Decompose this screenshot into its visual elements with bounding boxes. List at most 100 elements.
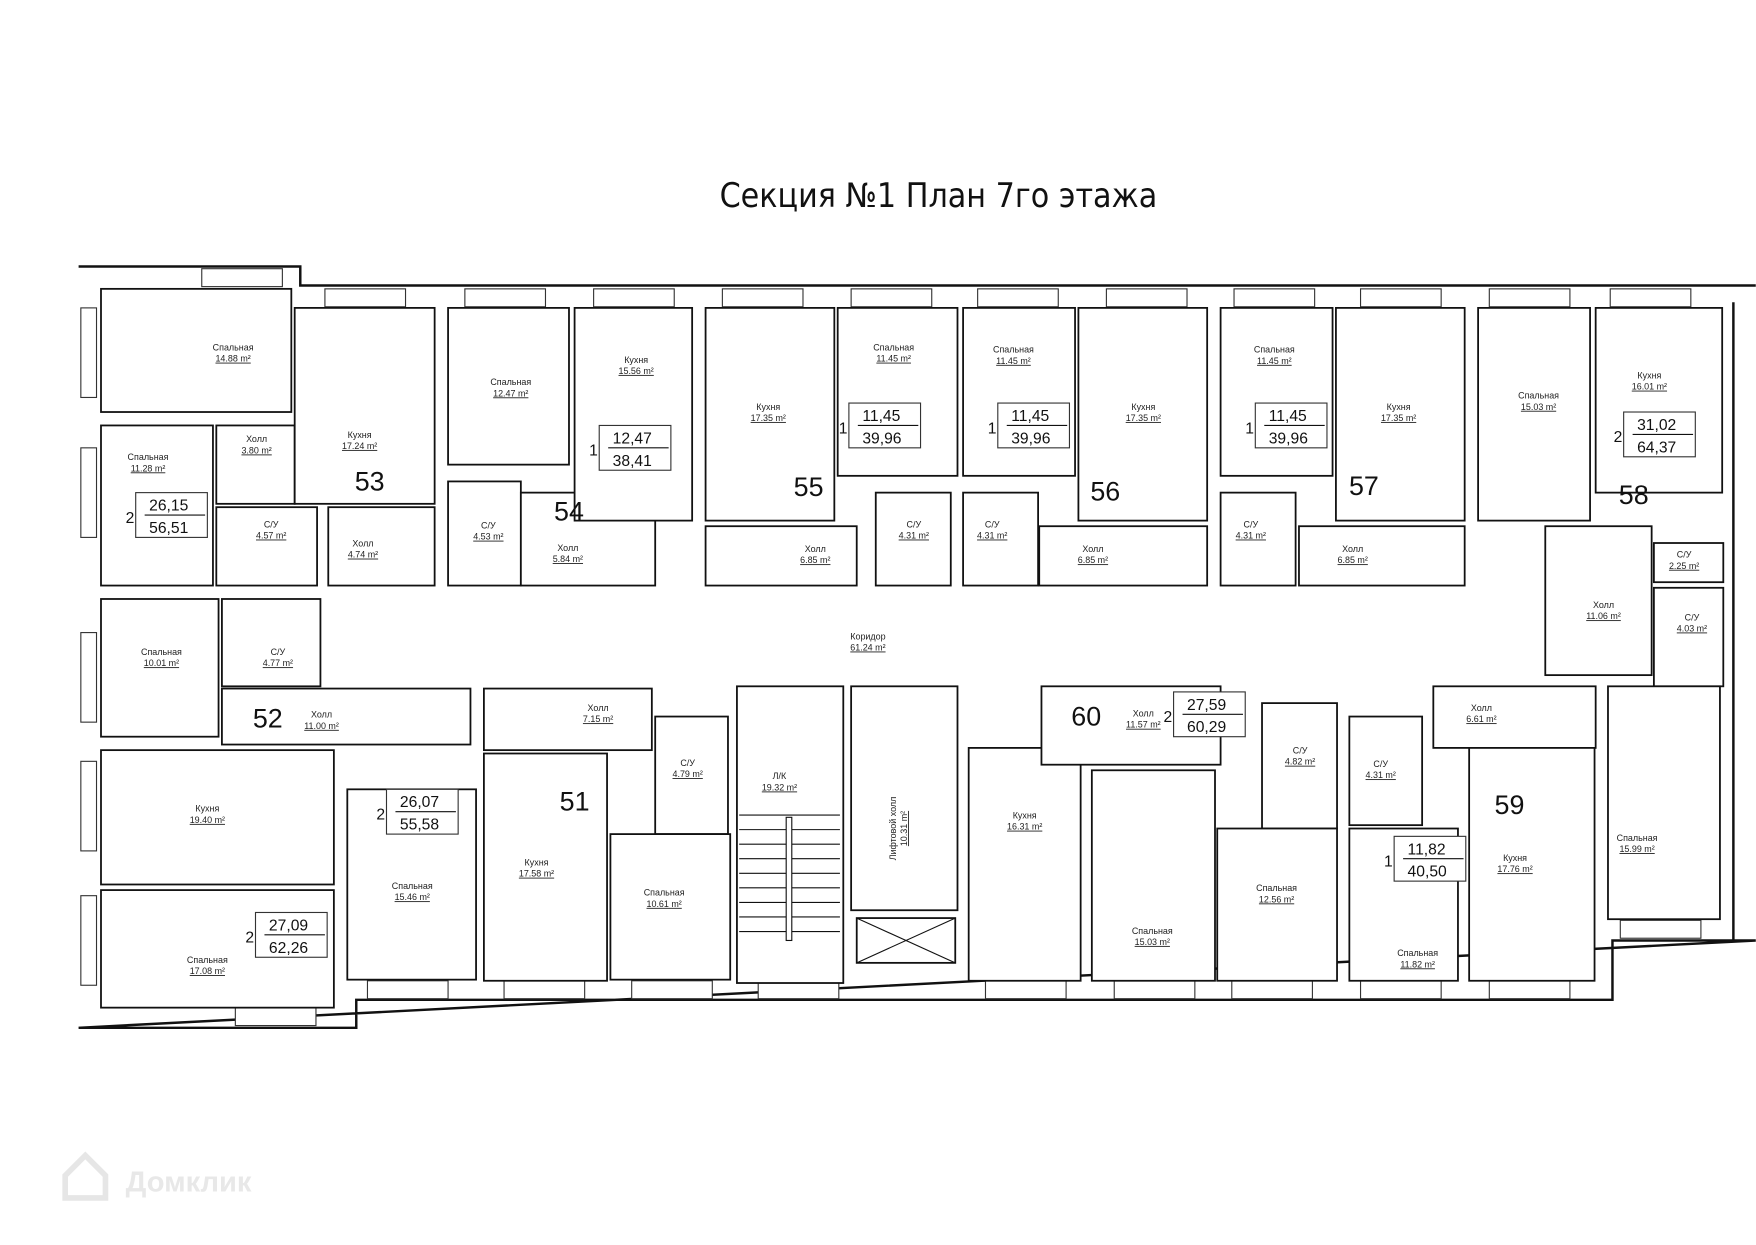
apartment-number: 57: [1349, 471, 1379, 501]
room-label: С/У4.77 m²: [263, 647, 293, 668]
window: [80, 447, 98, 538]
room-name: Холл: [1342, 544, 1363, 554]
room-name: Холл: [1133, 709, 1154, 719]
room-outline: [327, 506, 436, 587]
room-name: С/У: [481, 520, 496, 530]
window: [984, 980, 1067, 1000]
badge-total-area: 40,50: [1408, 864, 1447, 881]
room-outline: [609, 833, 732, 981]
room-outline: [483, 752, 608, 982]
room: С/У4.57 m²: [215, 506, 318, 587]
room-area: 11.00 m²: [304, 721, 339, 731]
room-outline: [100, 749, 335, 886]
room: С/У4.31 m²: [962, 491, 1039, 587]
room-outline: [704, 525, 858, 587]
room-outline: [1090, 769, 1216, 982]
room-area: 11.45 m²: [1257, 356, 1292, 366]
room-outline: [1468, 747, 1596, 982]
room-outline: [1607, 685, 1721, 921]
room-label: С/У4.31 m²: [899, 519, 929, 540]
window: [1488, 980, 1571, 1000]
room-name: С/У: [271, 647, 286, 657]
room-area: 4.74 m²: [348, 550, 378, 560]
room-name: Холл: [246, 434, 267, 444]
room-area: 15.99 m²: [1619, 844, 1654, 854]
room: С/У4.31 m²: [874, 491, 952, 587]
room-name: Спальная: [490, 377, 531, 387]
badge-rooms: 1: [1384, 854, 1393, 871]
room: С/У4.31 m²: [1348, 715, 1424, 827]
room-name: С/У: [1685, 612, 1700, 622]
room-label: С/У4.31 m²: [1236, 519, 1266, 540]
room-area: 6.61 m²: [1466, 714, 1496, 724]
window: [234, 1007, 317, 1027]
room-name: С/У: [680, 758, 695, 768]
room-outline: [293, 306, 436, 505]
window: [464, 288, 547, 308]
room-area: 4.53 m²: [473, 532, 503, 542]
badge-total-area: 39,96: [862, 430, 901, 447]
badge-rooms: 1: [839, 420, 848, 437]
room-outline: [874, 491, 952, 587]
room-label: С/У4.03 m²: [1677, 612, 1707, 633]
room: Кухня 16.01 m²: [1594, 306, 1724, 494]
room-area: 4.82 m²: [1285, 757, 1315, 767]
room-name: Кухня: [1637, 370, 1661, 380]
badge-total-area: 39,96: [1269, 430, 1308, 447]
room-label: Кухня 16.01 m²: [1632, 370, 1667, 391]
room-outline: [1038, 525, 1209, 587]
room-name: Спальная: [873, 342, 914, 352]
room-area: 4.57 m²: [256, 531, 286, 541]
room-outline: [962, 491, 1039, 587]
window: [977, 288, 1059, 308]
room-outline: [215, 506, 318, 587]
badge-rooms: 2: [376, 807, 385, 824]
room-name: С/У: [1373, 759, 1388, 769]
room-name: Холл: [1082, 544, 1103, 554]
room-outline: [836, 306, 959, 477]
room-label: С/У4.31 m²: [977, 519, 1007, 540]
window: [366, 980, 449, 1000]
room-name: Спальная: [1256, 883, 1297, 893]
room-outline: [1432, 685, 1597, 749]
room-name: Кухня: [1387, 402, 1411, 412]
room-area: 11.28 m²: [131, 463, 166, 473]
room-area: 17.35 m²: [1381, 413, 1416, 423]
room-area: 5.84 m²: [553, 554, 583, 564]
room-area: 15.46 m²: [395, 892, 430, 902]
room-area: 16.31 m²: [1007, 822, 1042, 832]
room-area: 16.01 m²: [1632, 382, 1667, 392]
room: С/У 4.53 m²: [447, 480, 522, 587]
badge-rooms: 2: [245, 930, 254, 947]
apartment-number: 58: [1619, 480, 1649, 510]
room-name: Спальная: [213, 342, 254, 352]
room-outline: [967, 747, 1082, 982]
building-outline: [78, 265, 1756, 1030]
room-name: Холл: [588, 703, 609, 713]
